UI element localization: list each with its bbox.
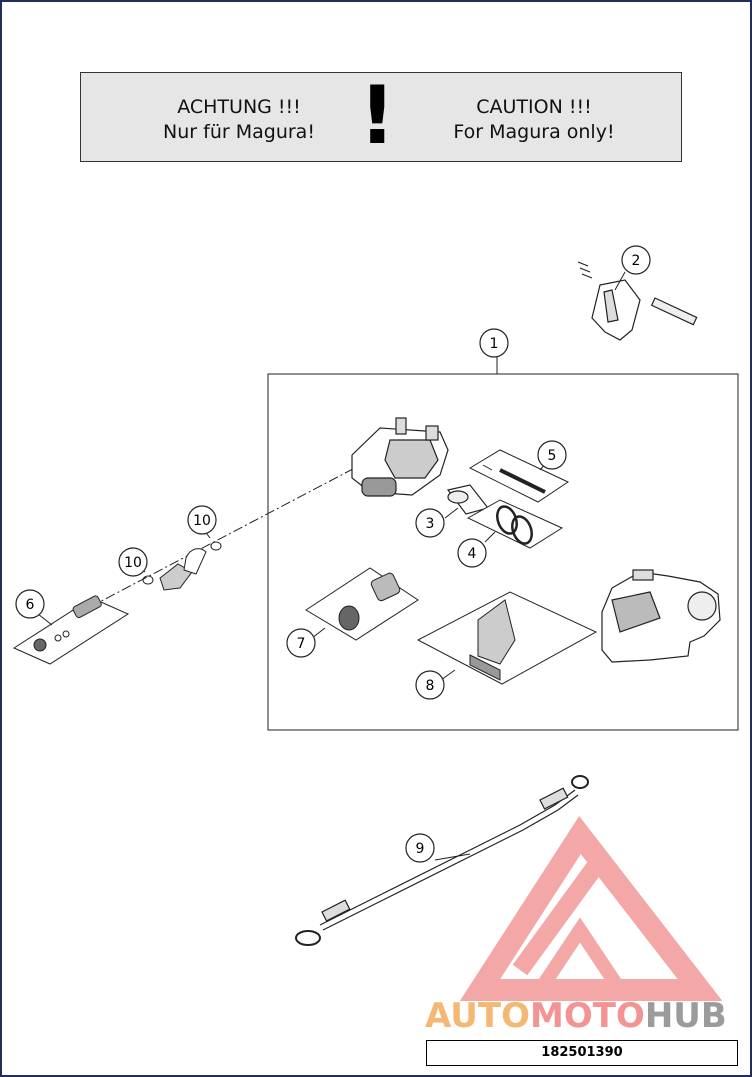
warning-german-text: Nur für Magura! — [163, 121, 315, 143]
callout-5: 5 — [537, 440, 567, 470]
part-banjo-drawing — [142, 541, 222, 591]
part-adapter-drawing — [12, 595, 130, 665]
watermark-text-auto: AUTO — [425, 996, 530, 1036]
callout-6: 6 — [15, 589, 45, 619]
warning-english-title: CAUTION !!! — [476, 96, 592, 118]
warning-german-title: ACHTUNG !!! — [177, 96, 301, 118]
warning-english: CAUTION !!! For Magura only! — [424, 95, 644, 145]
warning-banner: ACHTUNG !!! Nur für Magura! ! CAUTION !!… — [80, 69, 682, 162]
warning-english-text: For Magura only! — [453, 121, 615, 143]
part-piston-drawing — [446, 484, 490, 515]
callout-9: 9 — [405, 833, 435, 863]
callout-3: 3 — [415, 508, 445, 538]
callout-10-banjo: 10 — [118, 547, 148, 577]
watermark-logo — [459, 815, 723, 1001]
document-number: 182501390 — [426, 1040, 738, 1066]
watermark-text-moto: MOTO — [529, 996, 645, 1036]
part-bracket-drawing — [577, 261, 698, 341]
part-bleeder-drawing — [305, 567, 419, 641]
svg-text:1: 1 — [490, 336, 499, 352]
part-pin-drawing — [468, 449, 570, 503]
part-assembled-caliper-drawing — [601, 569, 721, 663]
kit-box — [267, 373, 739, 731]
callout-4: 4 — [457, 538, 487, 568]
svg-text:10: 10 — [193, 513, 211, 529]
svg-text:3: 3 — [426, 516, 435, 532]
svg-text:2: 2 — [632, 253, 641, 269]
callout-2: 2 — [621, 245, 651, 275]
watermark-text: AUTOMOTOHUB — [425, 996, 727, 1036]
part-caliper-drawing — [351, 417, 449, 497]
exclamation-icon: ! — [359, 69, 396, 162]
svg-text:7: 7 — [297, 636, 306, 652]
svg-text:8: 8 — [426, 678, 435, 694]
assembly-line — [89, 459, 371, 608]
svg-text:9: 9 — [416, 841, 425, 857]
watermark-text-hub: HUB — [644, 996, 727, 1036]
callout-10-washer: 10 — [187, 505, 217, 535]
callout-1: 1 — [479, 328, 509, 358]
callout-8: 8 — [415, 670, 445, 700]
part-brake-pads-drawing — [416, 591, 598, 685]
svg-text:10: 10 — [124, 555, 142, 571]
part-seals-drawing — [466, 499, 564, 549]
warning-german: ACHTUNG !!! Nur für Magura! — [129, 95, 349, 145]
svg-text:6: 6 — [26, 597, 35, 613]
callout-7: 7 — [286, 628, 316, 658]
svg-text:4: 4 — [468, 546, 477, 562]
svg-text:5: 5 — [548, 448, 557, 464]
part-brake-line-drawing — [295, 775, 589, 946]
